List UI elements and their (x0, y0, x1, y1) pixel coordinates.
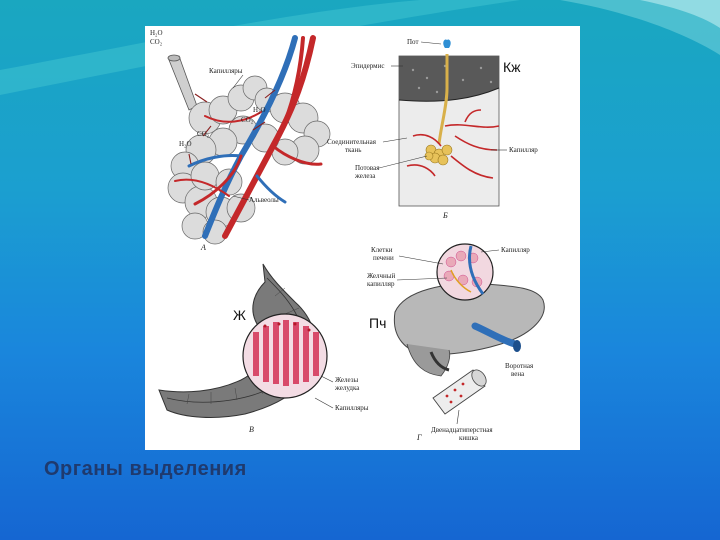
panel-caption: Г (416, 433, 422, 442)
portal-vein-label: вена (511, 370, 525, 378)
panel-caption: Б (442, 211, 448, 220)
epidermis-label: Эпидермис (351, 62, 384, 70)
sweat-label: Пот (407, 38, 419, 46)
lungs-gas-label: CO₂ (150, 38, 163, 46)
sweat-gland-label: Потовая (355, 164, 380, 172)
lungs-panel: H₂O CO₂ Капилляры H₂O CO₂ CO₂ H₂O Альвео… (150, 29, 331, 252)
slide-title: Органы выделения (44, 458, 247, 480)
excretory-organs-figure: H₂O CO₂ Капилляры H₂O CO₂ CO₂ H₂O Альвео… (145, 26, 580, 450)
duodenum-label: кишка (459, 434, 479, 442)
skin-marker-label: Кж (503, 59, 521, 75)
stomach-marker-label: Ж (233, 307, 246, 323)
connective-tissue-label: Соединительная (327, 138, 377, 146)
bile-capillary-label: капилляр (367, 280, 395, 288)
gastric-glands-label: Железы (335, 376, 358, 384)
lungs-gas-label: CO₂ (197, 130, 210, 138)
duodenum-label: Двенадцатиперстная (431, 426, 493, 434)
capillaries-label: Капилляры (209, 67, 243, 75)
connective-tissue-label: ткань (345, 146, 361, 154)
skin-capillary-label: Капилляр (509, 146, 538, 154)
gastric-glands-label: желудка (334, 384, 360, 392)
stomach-capillaries-label: Капилляры (335, 404, 369, 412)
liver-capillary-label: Капилляр (501, 246, 530, 254)
lungs-gas-label: H₂O (150, 29, 163, 37)
skin-panel: Пот Эпидермис Кж Соединительная ткань Ка… (327, 38, 538, 220)
panel-caption: В (249, 425, 254, 434)
alveoli-label: Альвеолы (249, 196, 279, 204)
lungs-gas-label: H₂O (253, 106, 266, 114)
liver-marker-label: Пч (369, 315, 386, 331)
bile-capillary-label: Желчный (367, 272, 395, 280)
panel-caption: А (200, 243, 206, 252)
lungs-gas-label: H₂O (179, 140, 192, 148)
stomach-panel: Ж Железы желудка Капилляры В (158, 263, 369, 434)
liver-cells-label: печени (373, 254, 394, 262)
liver-panel: Клетки печени Капилляр Желчный капилляр … (367, 243, 545, 442)
portal-vein-label: Воротная (505, 362, 534, 370)
sweat-gland-label: железа (354, 172, 376, 180)
lungs-gas-label: CO₂ (241, 116, 254, 124)
liver-cells-label: Клетки (371, 246, 393, 254)
